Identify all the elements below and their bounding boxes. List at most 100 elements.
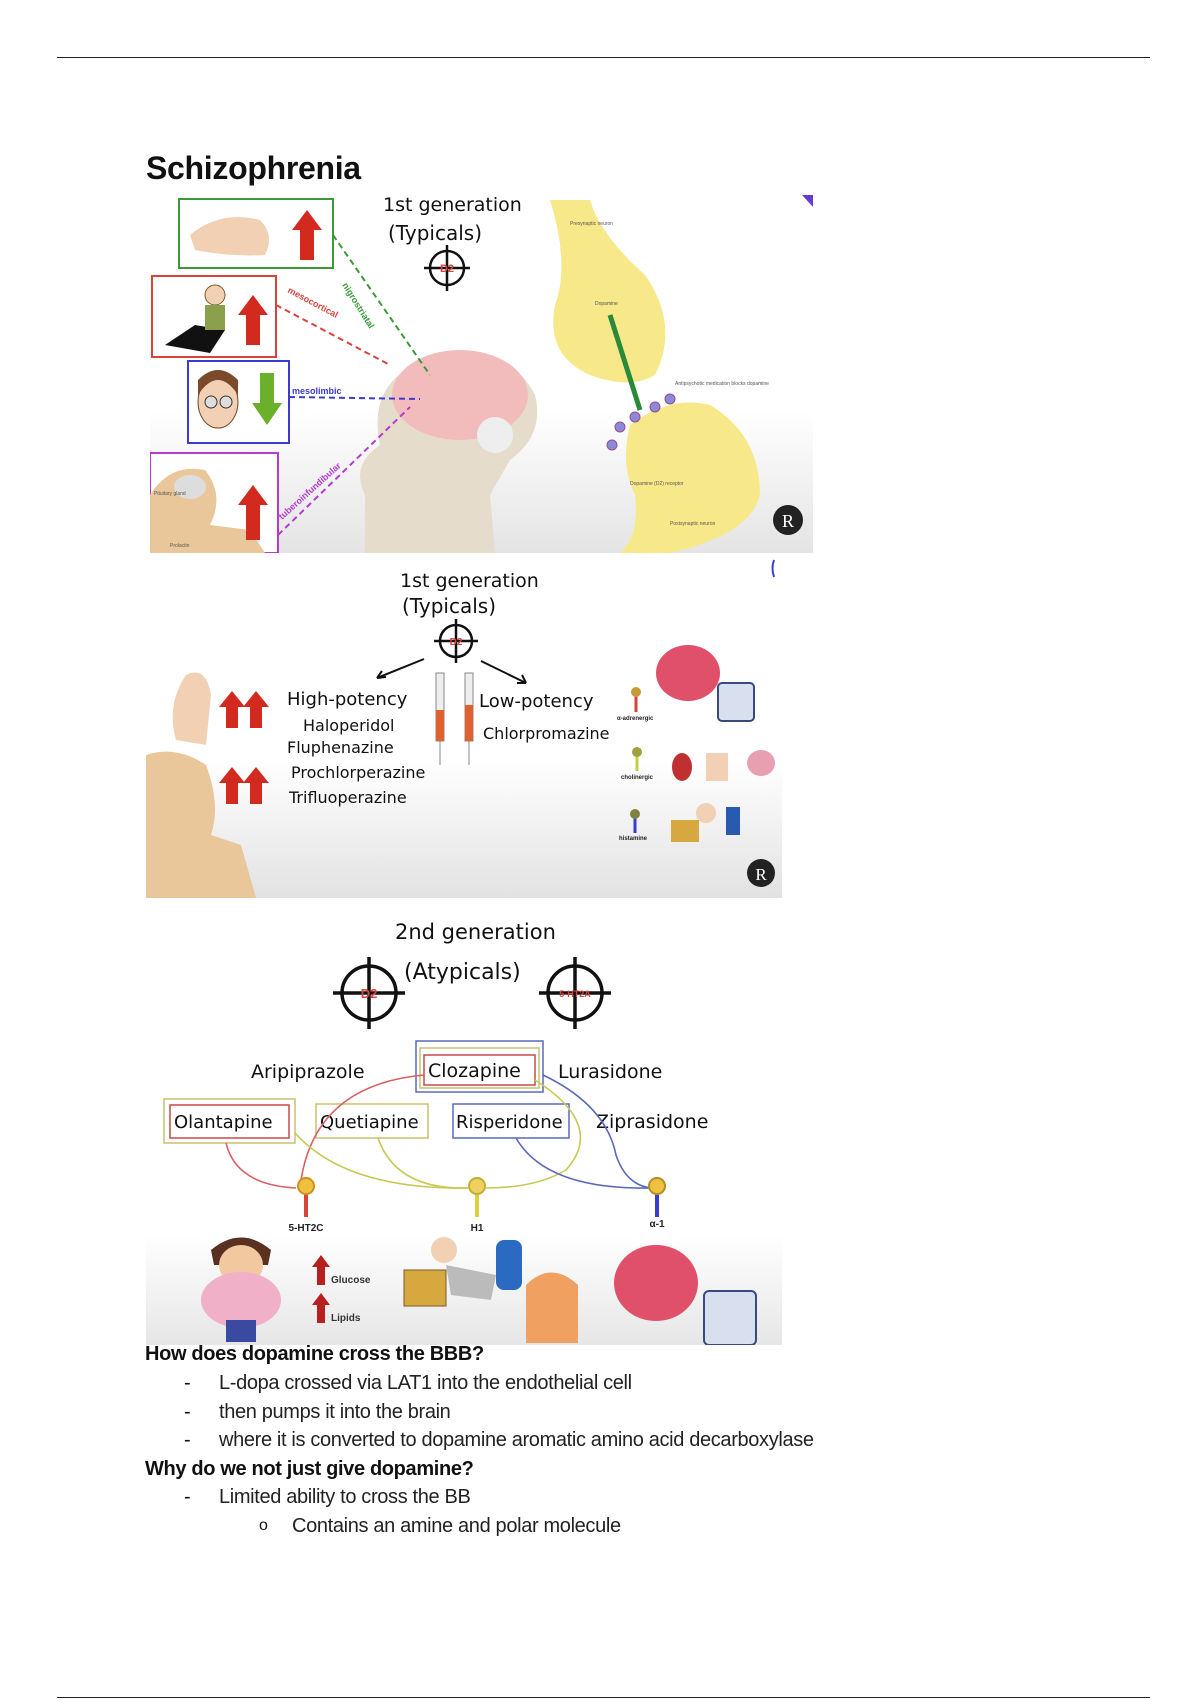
header-rule — [57, 57, 1150, 58]
figure-typicals-potency: 1st generation (Typicals) D2 High-potenc… — [146, 555, 782, 898]
footer-rule — [57, 1697, 1150, 1698]
figure-atypicals: 2nd generation (Atypicals) D2 5-HT2A Ari… — [146, 905, 782, 1345]
sleeping-man-icon — [671, 803, 740, 842]
arrow-up-icon — [238, 485, 268, 540]
bullet-marker: - — [184, 1429, 191, 1451]
alpha-adrenergic-label: α-adrenergic — [617, 716, 654, 722]
drug-trifluoperazine: Trifluoperazine — [288, 788, 407, 807]
histamine-label: histamine — [619, 836, 648, 842]
heading-line1: 2nd generation — [395, 920, 556, 944]
postsynaptic-label: Postsynaptic neuron — [670, 521, 716, 527]
bullet-item: Limited ability to cross the BB — [219, 1486, 471, 1508]
5ht2a-target-icon: 5-HT2A — [539, 957, 611, 1029]
tremor-hand-icon — [190, 217, 269, 256]
page-title: Schizophrenia — [146, 150, 361, 186]
heart-icon — [614, 1245, 698, 1321]
clozapine-to-alpha1-arrow — [542, 1074, 652, 1189]
mesocortical-box — [151, 275, 277, 358]
heading-line1: 1st generation — [400, 570, 539, 592]
d2-label: D2 — [440, 263, 454, 275]
dopamine-label: Dopamine — [595, 301, 618, 307]
drug-haloperidol: Haloperidol — [303, 716, 394, 735]
d2-label: D2 — [361, 986, 378, 1001]
prolactin-label: Prolactin — [170, 543, 190, 549]
drug-ziprasidone: Ziprasidone — [596, 1111, 708, 1133]
clozapine-to-h1-arrow — [485, 1079, 582, 1189]
drug-fluphenazine: Fluphenazine — [287, 738, 394, 757]
risperidone-to-alpha1-arrow — [515, 1137, 652, 1189]
arrow-down-icon — [252, 373, 282, 425]
synapse-illustration: Presynaptic neuron Dopamine Antipsychoti… — [550, 200, 769, 553]
sad-child-icon — [205, 305, 225, 330]
drug-olanzapine: Olantapine — [174, 1112, 273, 1133]
heading-line2: (Atypicals) — [404, 960, 521, 985]
5ht2a-label: 5-HT2A — [559, 989, 591, 999]
drug-lurasidone: Lurasidone — [558, 1061, 662, 1083]
arrow-right-icon — [480, 660, 527, 684]
syringe-icon — [435, 672, 474, 765]
glucose-label: Glucose — [331, 1275, 371, 1286]
tuberoinfundibular-box: Pituitary gland Prolactin — [150, 452, 279, 553]
mesocortical-path — [275, 304, 391, 366]
arrow-up-icon — [292, 210, 322, 260]
d2-label: D2 — [450, 637, 463, 648]
receptor-label: Dopamine (D2) receptor — [630, 481, 684, 487]
tuberoinfundibular-path — [277, 406, 411, 536]
drug-aripiprazole: Aripiprazole — [251, 1061, 365, 1083]
heading-line2: (Typicals) — [388, 221, 482, 245]
figure-dopamine-pathways: Pituitary gland Prolactin nigrostriatal … — [150, 195, 813, 553]
corner-mark — [771, 559, 775, 578]
heart-icon — [656, 645, 720, 701]
bullet-marker: - — [184, 1401, 191, 1423]
rx-logo: R — [773, 505, 803, 535]
clozapine-to-5ht2c-arrow — [300, 1074, 425, 1181]
question-heading: Why do we not just give dopamine? — [145, 1458, 474, 1480]
sub-bullet-item: Contains an amine and polar molecule — [292, 1515, 621, 1537]
5ht2c-label: 5-HT2C — [288, 1223, 323, 1234]
cholinergic-label: cholinergic — [621, 775, 654, 781]
heading-line1: 1st generation — [383, 195, 522, 216]
d2-target-icon: D2 — [424, 245, 470, 291]
bullet-item: L-dopa crossed via LAT1 into the endothe… — [219, 1372, 632, 1394]
blocks-label: Antipsychotic medication blocks dopamine — [675, 381, 769, 387]
high-potency-label: High-potency — [287, 689, 408, 710]
presynaptic-label: Presynaptic neuron — [570, 221, 613, 227]
olanzapine-to-5ht2c-arrow — [225, 1142, 297, 1189]
head-silhouette-icon — [146, 751, 256, 898]
glasses-girl-icon — [219, 395, 233, 409]
bullet-item: then pumps it into the brain — [219, 1401, 451, 1423]
bullet-marker: - — [184, 1372, 191, 1394]
bullet-marker: - — [184, 1486, 191, 1508]
drug-chlorpromazine: Chlorpromazine — [483, 724, 610, 743]
double-arrow-up-icon — [219, 691, 269, 804]
h1-label: H1 — [471, 1223, 484, 1234]
alpha1-label: α-1 — [649, 1219, 664, 1230]
olanzapine-to-h1-arrow — [294, 1132, 469, 1189]
mesolimbic-label: mesolimbic — [292, 386, 342, 396]
tremor-hand-icon — [172, 672, 211, 745]
mesolimbic-path — [288, 396, 421, 400]
nigrostriatal-path — [332, 234, 431, 376]
heading-line2: (Typicals) — [402, 594, 496, 618]
svg-text:R: R — [755, 865, 767, 884]
weight-gain-woman-icon — [201, 1237, 281, 1342]
arrow-up-icon — [312, 1255, 330, 1285]
blood-pressure-monitor-icon — [717, 682, 755, 722]
receptor-icons — [630, 687, 642, 833]
nigrostriatal-box — [178, 198, 334, 269]
lipids-label: Lipids — [331, 1313, 361, 1324]
drug-clozapine: Clozapine — [428, 1060, 521, 1082]
drug-prochlorperazine: Prochlorperazine — [291, 763, 425, 782]
quetiapine-to-h1-arrow — [377, 1137, 469, 1189]
drug-quetiapine: Quetiapine — [320, 1112, 419, 1133]
hand-icon — [706, 753, 728, 781]
dry-mouth-icon — [672, 753, 692, 781]
sub-bullet-marker: o — [259, 1517, 268, 1534]
brain-illustration — [360, 350, 538, 553]
blood-pressure-monitor-icon — [703, 1290, 757, 1345]
arrow-left-icon — [376, 658, 425, 679]
pituitary-label: Pituitary gland — [154, 491, 186, 497]
arrow-up-icon — [238, 295, 268, 345]
bullet-item: where it is converted to dopamine aromat… — [219, 1429, 814, 1451]
d2-target-icon: D2 — [333, 957, 405, 1029]
